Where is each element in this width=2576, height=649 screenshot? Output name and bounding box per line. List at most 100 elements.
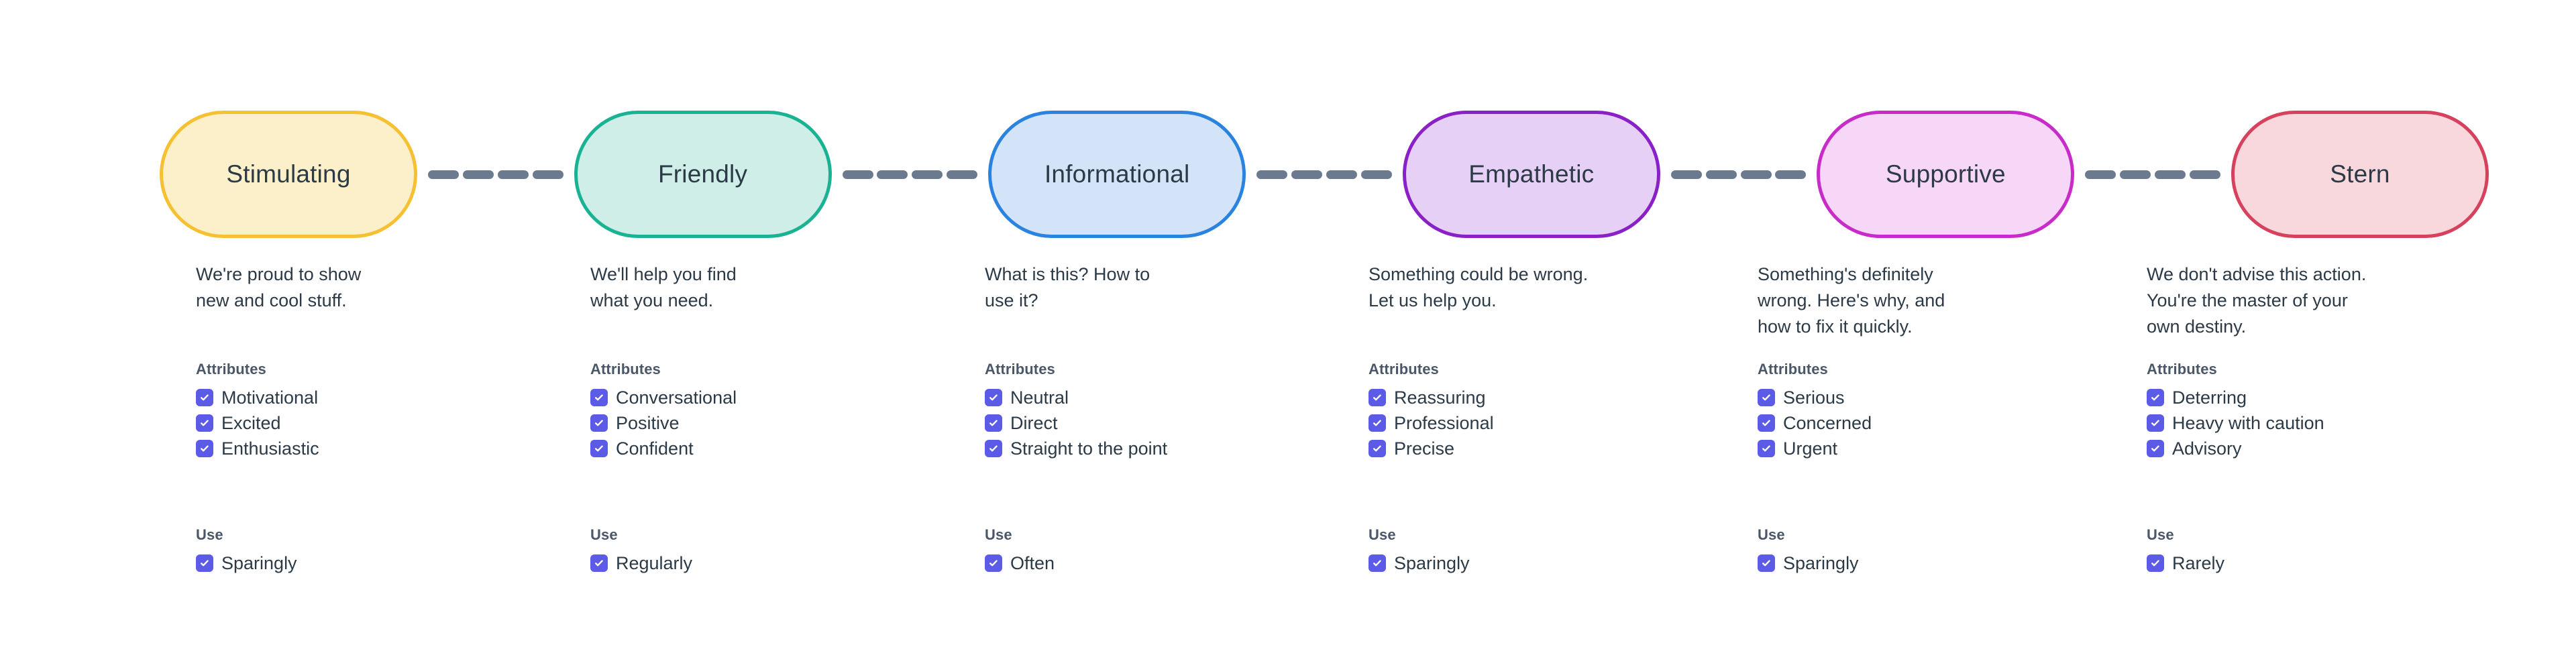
dash-segment	[1256, 170, 1288, 179]
check-item[interactable]: Serious	[1758, 385, 2093, 410]
group-title-attributes: Attributes	[590, 361, 661, 377]
tone-pill-label: Informational	[1044, 160, 1190, 188]
tone-pill-stern[interactable]: Stern	[2231, 111, 2489, 238]
check-item[interactable]: Regularly	[590, 550, 926, 576]
check-item[interactable]: Deterring	[2147, 385, 2482, 410]
check-item[interactable]: Neutral	[985, 385, 1320, 410]
checkmark-icon[interactable]	[2147, 414, 2164, 432]
check-item[interactable]: Professional	[1368, 410, 1704, 436]
check-item-label: Deterring	[2172, 387, 2247, 408]
checkmark-icon[interactable]	[590, 414, 608, 432]
checkmark-icon[interactable]	[1368, 389, 1386, 406]
checkmark-icon[interactable]	[1758, 554, 1775, 572]
group-title-use: Use	[196, 526, 223, 543]
tone-pill-informational[interactable]: Informational	[988, 111, 1246, 238]
check-item[interactable]: Urgent	[1758, 436, 2093, 461]
check-item-label: Confident	[616, 438, 694, 459]
dash-segment	[1326, 170, 1357, 179]
check-item-label: Direct	[1010, 412, 1058, 433]
check-item[interactable]: Advisory	[2147, 436, 2482, 461]
check-item-label: Sparingly	[221, 552, 297, 573]
checkmark-icon[interactable]	[1368, 440, 1386, 457]
check-item-label: Conversational	[616, 387, 737, 408]
checkmark-icon[interactable]	[985, 440, 1002, 457]
check-item[interactable]: Heavy with caution	[2147, 410, 2482, 436]
tone-description: Something could be wrong. Let us help yo…	[1368, 264, 1589, 311]
check-item-label: Sparingly	[1783, 552, 1859, 573]
dash-segment	[497, 170, 529, 179]
dash-segment	[1670, 170, 1702, 179]
group-title-attributes: Attributes	[1758, 361, 1828, 377]
checkmark-icon[interactable]	[2147, 440, 2164, 457]
check-item[interactable]: Often	[985, 550, 1320, 576]
checkmark-icon[interactable]	[196, 440, 213, 457]
check-item[interactable]: Rarely	[2147, 550, 2482, 576]
dash-segment	[1740, 170, 1772, 179]
tone-column-supportive: Something's definitely wrong. Here's why…	[1758, 261, 2093, 572]
check-item[interactable]: Sparingly	[1368, 550, 1704, 576]
tone-pill-supportive[interactable]: Supportive	[1817, 111, 2075, 238]
checkmark-icon[interactable]	[1368, 414, 1386, 432]
tone-pill-label: Stern	[2330, 160, 2390, 188]
check-item[interactable]: Excited	[196, 410, 531, 436]
dash-segment	[2120, 170, 2151, 179]
check-item[interactable]: Motivational	[196, 385, 531, 410]
dashed-line-icon	[1667, 170, 1811, 179]
tone-column-stimulating: We're proud to show new and cool stuff.A…	[196, 261, 531, 572]
check-item[interactable]: Enthusiastic	[196, 436, 531, 461]
check-item-label: Neutral	[1010, 387, 1069, 408]
check-item[interactable]: Reassuring	[1368, 385, 1704, 410]
dash-segment	[1291, 170, 1322, 179]
check-item-label: Reassuring	[1394, 387, 1486, 408]
tone-detail-columns: We're proud to show new and cool stuff.A…	[0, 261, 2576, 610]
tone-pill-label: Supportive	[1885, 160, 2006, 188]
dash-segment	[1775, 170, 1807, 179]
group-title-attributes: Attributes	[196, 361, 266, 377]
check-item-label: Heavy with caution	[2172, 412, 2324, 433]
checkmark-icon[interactable]	[196, 554, 213, 572]
checkmark-icon[interactable]	[590, 389, 608, 406]
checkmark-icon[interactable]	[1758, 440, 1775, 457]
dash-segment	[2085, 170, 2116, 179]
checkmark-icon[interactable]	[196, 414, 213, 432]
check-item[interactable]: Straight to the point	[985, 436, 1320, 461]
tone-pill-friendly[interactable]: Friendly	[574, 111, 832, 238]
dashed-line-icon	[424, 170, 568, 179]
check-item[interactable]: Concerned	[1758, 410, 2093, 436]
checkmark-icon[interactable]	[1368, 554, 1386, 572]
check-item[interactable]: Sparingly	[1758, 550, 2093, 576]
tone-pill-label: Friendly	[657, 160, 748, 188]
check-item[interactable]: Confident	[590, 436, 926, 461]
dash-segment	[912, 170, 943, 179]
checkmark-icon[interactable]	[590, 554, 608, 572]
checkmark-icon[interactable]	[1758, 414, 1775, 432]
check-item[interactable]: Sparingly	[196, 550, 531, 576]
checkmark-icon[interactable]	[2147, 389, 2164, 406]
checkmark-icon[interactable]	[985, 414, 1002, 432]
dash-segment	[947, 170, 978, 179]
checkmark-icon[interactable]	[590, 440, 608, 457]
check-item[interactable]: Precise	[1368, 436, 1704, 461]
group-title-use: Use	[985, 526, 1012, 543]
group-title-attributes: Attributes	[985, 361, 1055, 377]
check-item[interactable]: Positive	[590, 410, 926, 436]
group-title-attributes: Attributes	[1368, 361, 1439, 377]
checkmark-icon[interactable]	[1758, 389, 1775, 406]
checkmark-icon[interactable]	[196, 389, 213, 406]
dash-segment	[877, 170, 908, 179]
checkmark-icon[interactable]	[985, 389, 1002, 406]
check-item[interactable]: Conversational	[590, 385, 926, 410]
tone-pill-stimulating[interactable]: Stimulating	[160, 111, 417, 238]
check-item[interactable]: Direct	[985, 410, 1320, 436]
checkmark-icon[interactable]	[985, 554, 1002, 572]
tone-pill-empathetic[interactable]: Empathetic	[1402, 111, 1660, 238]
dash-segment	[2190, 170, 2220, 179]
dashed-line-icon	[839, 170, 982, 179]
checkmark-icon[interactable]	[2147, 554, 2164, 572]
